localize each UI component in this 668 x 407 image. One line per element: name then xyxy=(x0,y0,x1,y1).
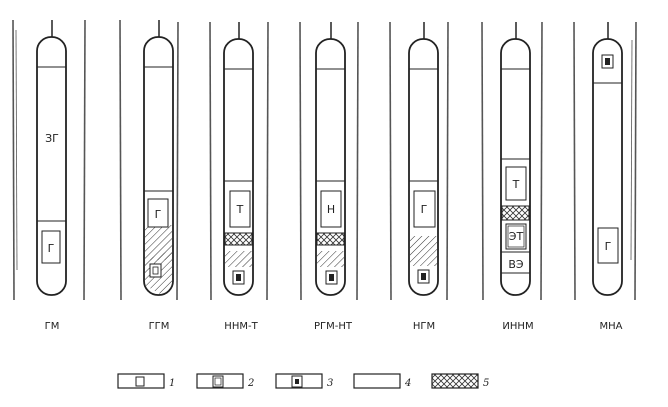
probe-mna-detector xyxy=(597,227,619,264)
probe-ngm-detector xyxy=(413,190,436,228)
probe-labels: ГМ ГГМ ННМ-Т РГМ-НТ НГМ ИННМ МНА xyxy=(45,321,623,332)
legend-item-3: 3 xyxy=(275,373,333,389)
probe-innm: Т ЭТ ВЭ xyxy=(500,22,531,296)
label-mna: МНА xyxy=(600,321,623,332)
probe-ngm-shield xyxy=(410,236,437,266)
probe-nnm-t-t-text: Т xyxy=(236,203,244,216)
probe-mna-g-text: Г xyxy=(605,240,612,253)
probe-ngm: Г xyxy=(408,22,439,296)
probe-rgm-nt-n-text: Н xyxy=(327,203,335,216)
legend-item-2: 2 xyxy=(196,373,254,389)
probe-mna: Г xyxy=(592,22,623,296)
legend: 1 2 3 4 5 xyxy=(117,373,489,389)
probe-nnm-t-detector xyxy=(229,190,251,228)
probe-gm-g-text: Г xyxy=(48,242,55,255)
probe-gm-zg-text: ЗГ xyxy=(45,132,59,145)
legend-item-4: 4 xyxy=(353,373,411,389)
probe-nnm-t-shield xyxy=(224,232,253,246)
label-nnm-t: ННМ-Т xyxy=(224,321,258,332)
probe-innm-shield xyxy=(501,205,530,221)
probe-ggm-detector xyxy=(147,198,169,228)
legend-number-3: 3 xyxy=(327,378,333,389)
probe-gm-detector xyxy=(41,230,61,264)
probe-nnm-t: Т xyxy=(223,22,254,296)
probe-ggm-g-text: Г xyxy=(155,208,162,221)
label-gm: ГМ xyxy=(45,321,60,332)
legend-item-5: 5 xyxy=(431,373,489,389)
label-ngm: НГМ xyxy=(413,321,435,332)
legend-number-4: 4 xyxy=(404,378,411,389)
probe-ngm-g-text: Г xyxy=(421,203,428,216)
probe-innm-t-detector xyxy=(505,166,527,201)
probe-innm-t-text: Т xyxy=(512,178,520,191)
probe-rgm-nt: Н xyxy=(315,22,346,296)
probe-innm-ve-text: ВЭ xyxy=(508,258,524,271)
legend-number-2: 2 xyxy=(247,378,254,389)
probe-rgm-nt-detector xyxy=(320,190,342,228)
probe-ggm: Г xyxy=(143,20,174,296)
probe-rgm-nt-shield xyxy=(316,232,345,246)
legend-item-1: 1 xyxy=(117,373,175,389)
legend-number-1: 1 xyxy=(169,378,175,389)
probe-gm: ЗГ Г xyxy=(36,20,67,296)
borehole-walls xyxy=(12,19,637,301)
probe-innm-et-text: ЭТ xyxy=(509,230,524,243)
legend-number-5: 5 xyxy=(483,378,489,389)
probe-innm-source-detector xyxy=(505,223,527,250)
label-innm: ИННМ xyxy=(502,321,533,332)
label-ggm: ГГМ xyxy=(149,321,170,332)
label-rgm-nt: РГМ-НТ xyxy=(314,321,353,332)
